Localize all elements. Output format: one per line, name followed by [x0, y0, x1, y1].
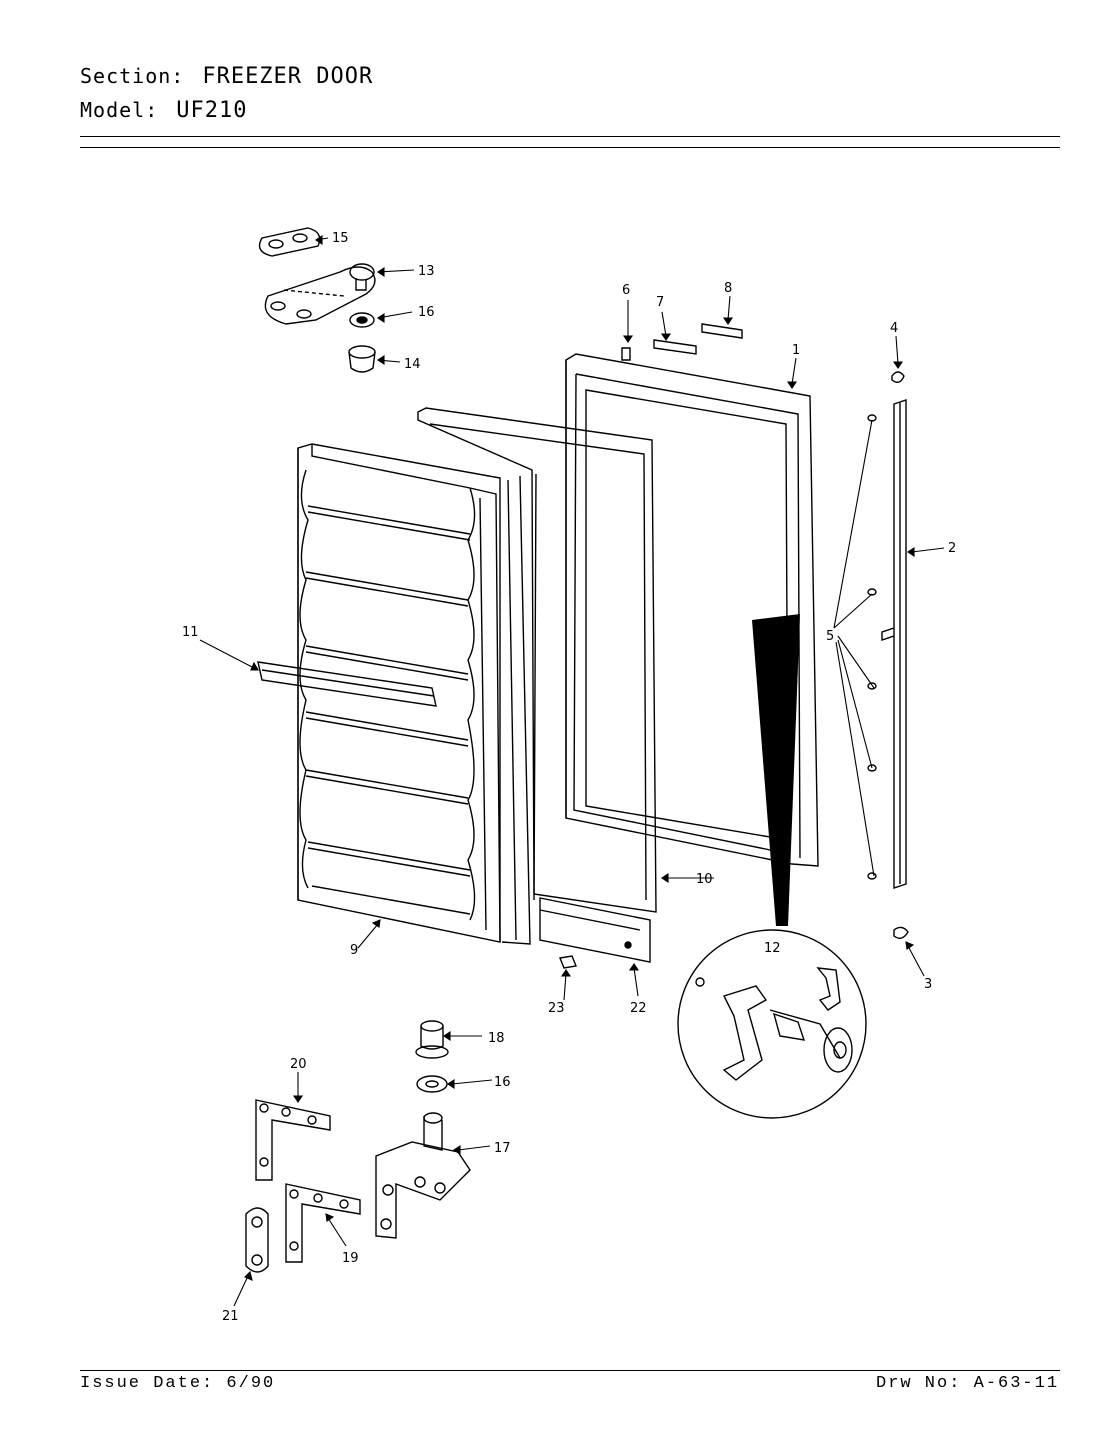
part-3-clip [893, 926, 909, 939]
drawing-number: Drw No: A-63-11 [876, 1374, 1060, 1393]
part-21-link-plate [245, 1207, 269, 1273]
callout-22: 22 [630, 1001, 647, 1016]
part-8-insert [701, 323, 743, 339]
section-key: Section: [80, 64, 185, 88]
callout-5: 5 [826, 629, 834, 644]
footer-rule [80, 1370, 1060, 1371]
part-7-top-cap [653, 339, 697, 355]
part-23-clip [559, 955, 577, 969]
callout-11: 11 [182, 625, 199, 640]
callout-20: 20 [290, 1057, 307, 1072]
callout-9: 9 [350, 943, 358, 958]
part-22-bottom-trim [539, 897, 651, 963]
part-14-bushing [348, 345, 376, 373]
issue-date: Issue Date: 6/90 [80, 1374, 276, 1393]
model-value: UF210 [176, 98, 248, 123]
part-15-hinge-shim [258, 227, 321, 257]
callout-4: 4 [890, 321, 898, 336]
callout-3: 3 [924, 977, 932, 992]
part-5-screws [867, 414, 877, 880]
callout-17: 17 [494, 1141, 511, 1156]
callout-2: 2 [948, 541, 956, 556]
part-17-bottom-hinge [375, 1112, 471, 1239]
callout-10: 10 [696, 872, 713, 887]
callout-19: 19 [342, 1251, 359, 1266]
part-4-clip [891, 371, 905, 383]
part-19-l-bracket [285, 1183, 361, 1263]
callout-12: 12 [764, 941, 781, 956]
part-6-pin [621, 347, 631, 361]
part-11-handle-trim [257, 661, 437, 707]
part-20-l-bracket [255, 1099, 331, 1181]
part-9-door-liner [297, 443, 501, 943]
header-rule-bottom [80, 147, 1060, 148]
section-value: FREEZER DOOR [202, 64, 374, 89]
part-13-top-hinge [264, 263, 376, 325]
part-10-door-gasket [417, 407, 657, 945]
model-key: Model: [80, 98, 159, 122]
callout-labels: 15 13 16 14 6 7 8 1 4 2 11 5 10 9 12 3 2… [182, 231, 956, 1324]
callout-23: 23 [548, 1001, 565, 1016]
part-16-washer-top [349, 312, 375, 328]
callout-16-top: 16 [418, 305, 435, 320]
section-heading: Section: FREEZER DOOR [80, 64, 373, 89]
part-16-washer-bottom [416, 1075, 448, 1093]
callout-13: 13 [418, 264, 435, 279]
callout-16-bottom: 16 [494, 1075, 511, 1090]
part-18-hinge-pin [415, 1020, 449, 1059]
callout-14: 14 [404, 357, 421, 372]
header-rule-top [80, 136, 1060, 137]
callout-15: 15 [332, 231, 349, 246]
leader-lines [199, 234, 945, 1307]
part-2-strike-rail [881, 399, 907, 889]
callout-8: 8 [724, 281, 732, 296]
callout-21: 21 [222, 1309, 239, 1324]
callout-1: 1 [792, 343, 800, 358]
callout-18: 18 [488, 1031, 505, 1046]
callout-7: 7 [656, 295, 664, 310]
part-12-lock-detail [677, 614, 867, 1119]
model-heading: Model: UF210 [80, 98, 247, 123]
callout-6: 6 [622, 283, 630, 298]
